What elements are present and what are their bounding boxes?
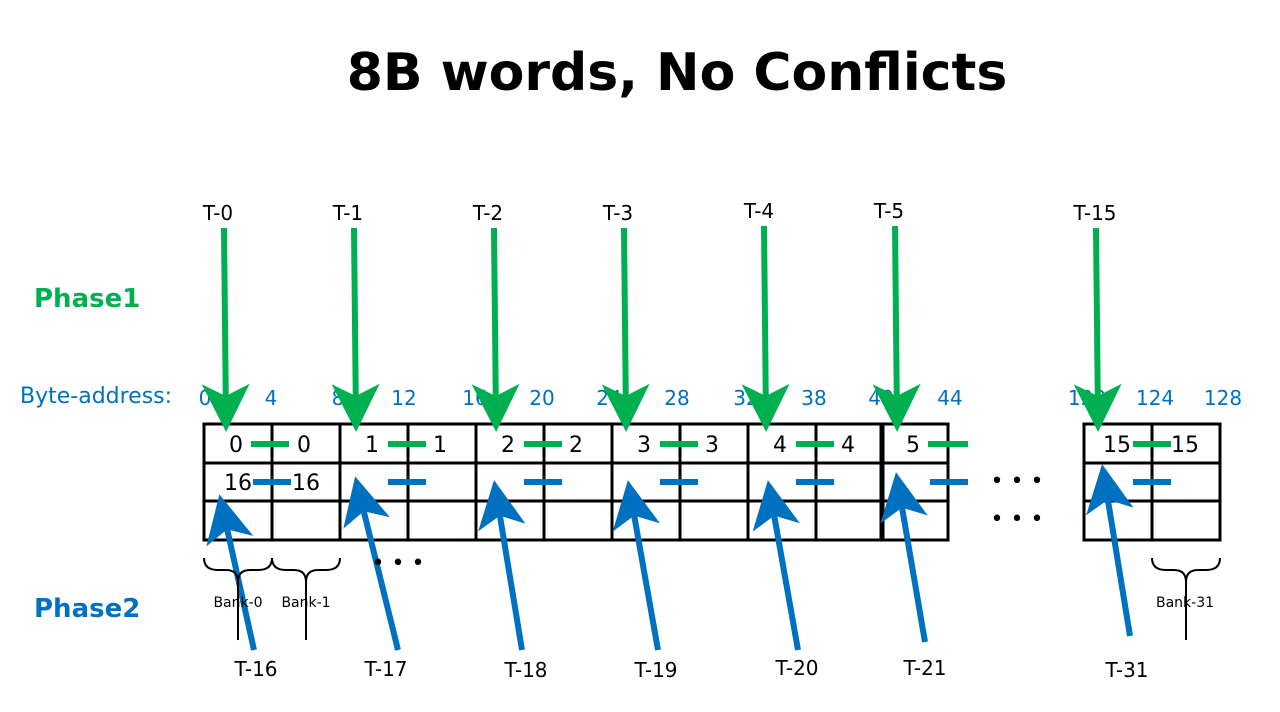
ellipsis: • • •: [991, 507, 1044, 532]
cell-value: 1: [365, 433, 379, 458]
byte-address: 8: [332, 386, 345, 410]
phase1-label: Phase1: [34, 284, 140, 314]
byte-address: 0: [199, 386, 212, 410]
byte-address: 128: [1204, 386, 1242, 410]
phase1-arrow: [201, 227, 250, 432]
byte-address: 28: [664, 386, 689, 410]
byte-address: 20: [529, 386, 554, 410]
cell-value: 1: [433, 433, 447, 458]
thread-label: T-2: [472, 201, 503, 225]
thread-label: T-16: [233, 657, 277, 681]
cell-value: 2: [501, 433, 515, 458]
row2-values: 16 16: [224, 471, 320, 496]
cell-value: 0: [297, 433, 311, 458]
cell-value: 2: [569, 433, 583, 458]
bank-label: Bank-0: [213, 595, 262, 611]
phase2-arrow: [1086, 464, 1134, 637]
cell-value: 0: [229, 433, 243, 458]
thread-label: T-15: [1072, 201, 1116, 225]
phase1-arrow: [471, 227, 520, 432]
byte-address: 124: [1136, 386, 1174, 410]
phase1-arrow: [331, 227, 380, 432]
bank-31-brace: [1151, 557, 1221, 640]
thread-label: T-18: [503, 658, 547, 682]
bank-0-brace: [203, 557, 273, 640]
byte-address-label: Byte-address:: [20, 384, 172, 409]
cell-value: 15: [1171, 433, 1199, 458]
phase2-arrow: [343, 476, 401, 651]
cell-value: 3: [705, 433, 719, 458]
byte-address: 16: [462, 386, 487, 410]
phase2-arrow: [752, 480, 801, 651]
thread-label: T-31: [1104, 658, 1148, 682]
ellipsis: • • •: [372, 551, 425, 576]
thread-label: T-20: [774, 656, 818, 680]
page-title: 8B words, No Conflicts: [347, 43, 1008, 103]
bank-1-brace: [271, 557, 341, 640]
thread-label: T-17: [363, 657, 407, 681]
phase1-arrows: [201, 225, 1122, 432]
thread-label: T-3: [602, 201, 633, 225]
thread-label: T-19: [633, 658, 677, 682]
ellipsis: • • •: [991, 469, 1044, 494]
phase2-arrow: [880, 472, 928, 643]
cell-value: 3: [637, 433, 651, 458]
byte-address: 44: [937, 386, 962, 410]
byte-address: 38: [801, 386, 826, 410]
phase1-thread-labels: T-0 T-1 T-2 T-3 T-4 T-5 T-15: [202, 199, 1117, 225]
ellipsis-marks: • • • • • • • • •: [372, 469, 1044, 576]
cell-value: 4: [773, 433, 787, 458]
bank-label: Bank-1: [281, 595, 330, 611]
cell-value: 16: [224, 471, 252, 496]
phase2-arrow: [612, 480, 661, 651]
bank-label: Bank-31: [1156, 595, 1214, 611]
byte-address: 4: [265, 386, 278, 410]
thread-label: T-1: [332, 201, 363, 225]
bank-labels: Bank-0 Bank-1 Bank-31: [213, 595, 1214, 611]
thread-label: T-5: [873, 199, 904, 223]
cell-value: 15: [1103, 433, 1131, 458]
phase1-arrow: [741, 225, 790, 432]
cell-value: 4: [841, 433, 855, 458]
phase1-arrow: [601, 227, 650, 432]
thread-label: T-21: [902, 656, 946, 680]
byte-address: 40: [868, 386, 893, 410]
phase2-thread-labels: T-16 T-17 T-18 T-19 T-20 T-21 T-31: [233, 656, 1148, 682]
cell-value: 16: [292, 471, 320, 496]
phase2-arrow: [478, 480, 526, 651]
phase1-arrow: [872, 225, 921, 432]
byte-address: 24: [596, 386, 621, 410]
phase1-arrow: [1073, 227, 1122, 432]
cell-value: 5: [906, 433, 920, 458]
byte-address: 32: [733, 386, 758, 410]
bank-braces: [203, 557, 1221, 640]
thread-label: T-0: [202, 201, 233, 225]
thread-label: T-4: [743, 199, 774, 223]
row1-values: 0 0 1 1 2 2 3 3 4 4 5 15 15: [229, 433, 1199, 458]
byte-address: 12: [391, 386, 416, 410]
phase2-label: Phase2: [34, 594, 140, 624]
